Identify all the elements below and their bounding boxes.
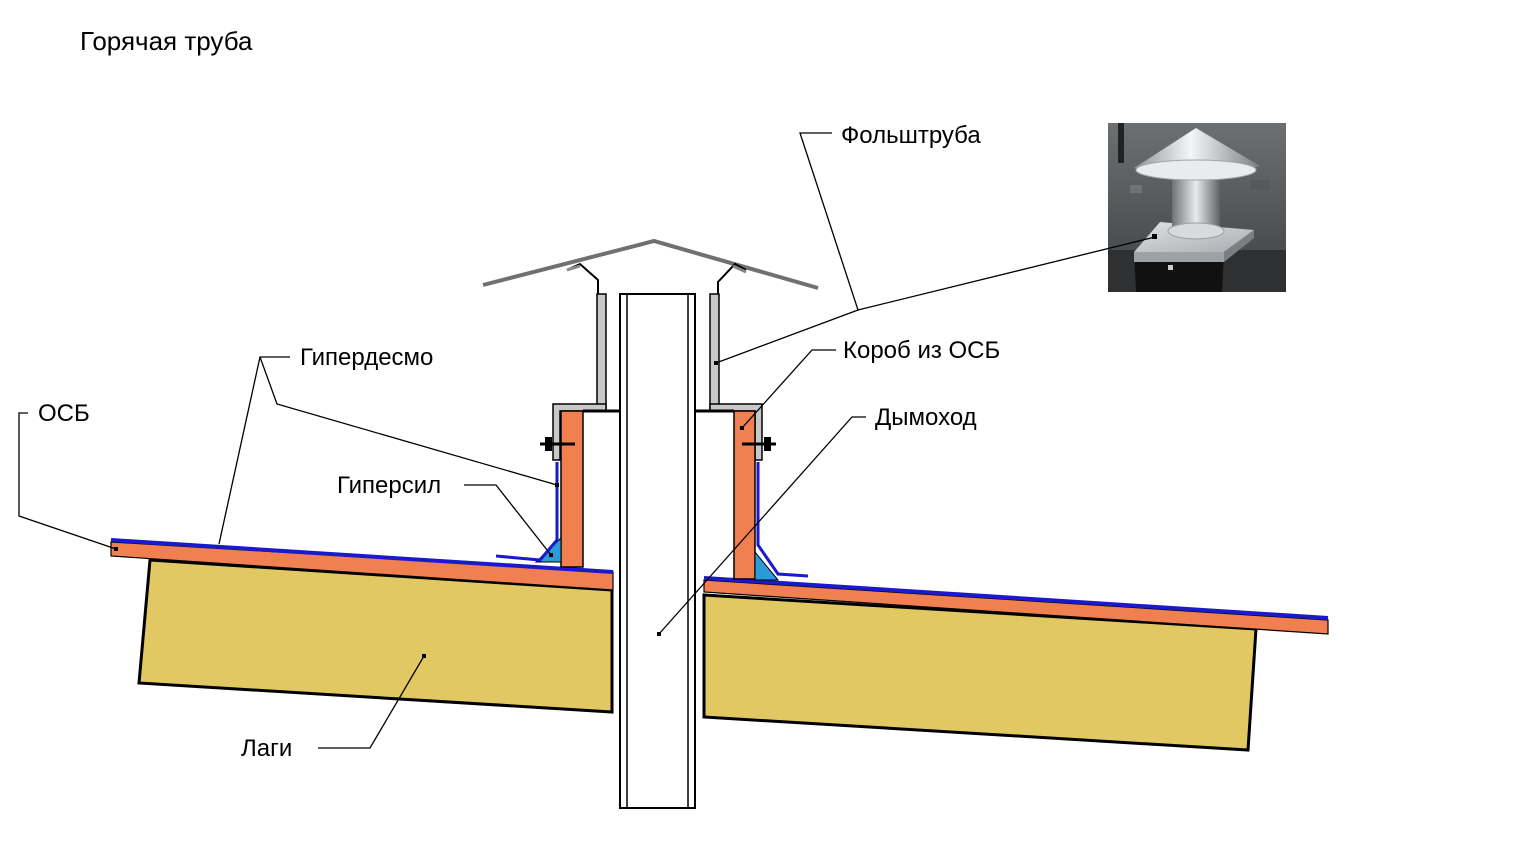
- leader-folshtruba: [714, 132, 1157, 365]
- label-giperdesmo: Гипердесмо: [300, 344, 433, 371]
- membrane-right: [703, 576, 1329, 620]
- label-osb: ОСБ: [38, 400, 90, 427]
- label-korob: Короб из ОСБ: [843, 337, 1000, 364]
- foil-sleeve-right: [709, 293, 720, 411]
- label-dymohod: Дымоход: [875, 404, 977, 431]
- page-title: Горячая труба: [80, 26, 253, 56]
- screw-right: [742, 437, 776, 451]
- label-gipersil: Гиперсил: [337, 472, 441, 499]
- chimney-pipe: [619, 293, 696, 809]
- chimney-cap-photo: [1108, 123, 1286, 292]
- chimney-cap: [482, 238, 819, 290]
- label-folshtruba: Фольштруба: [841, 122, 981, 149]
- membrane-upstand-left: [495, 462, 559, 562]
- membrane-left: [110, 538, 614, 574]
- leader-osb: [18, 412, 118, 551]
- beam-right: [702, 593, 1258, 752]
- leader-korob: [740, 349, 836, 430]
- osb-box-left: [560, 410, 584, 568]
- leader-gipersil: [464, 484, 553, 557]
- screw-left: [540, 437, 575, 451]
- sealant-right: [754, 550, 780, 581]
- leader-giperdesmo: [218, 356, 559, 545]
- leader-lagi: [318, 654, 426, 749]
- leader-dymohod: [657, 416, 866, 636]
- label-lagi: Лаги: [241, 735, 292, 762]
- foil-sleeve-left: [596, 293, 607, 411]
- osb-box-right: [733, 410, 756, 580]
- membrane-upstand-right: [756, 462, 809, 578]
